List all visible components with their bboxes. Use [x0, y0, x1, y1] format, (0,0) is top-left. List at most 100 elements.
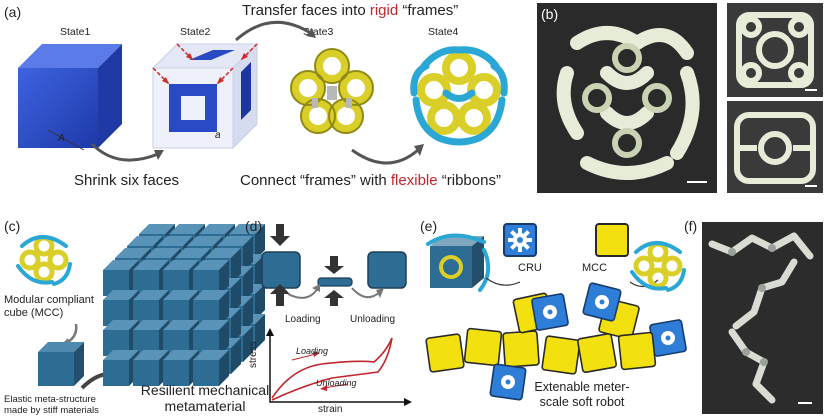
- unit-cube-top: [163, 320, 199, 330]
- transfer-highlight: rigid: [369, 2, 399, 19]
- photo-top-view-art: [736, 12, 814, 88]
- x-axis-label: strain: [318, 404, 343, 415]
- small-teal-cube: [38, 342, 84, 386]
- panel-a-label: (a): [4, 4, 22, 20]
- resilient-caption: Resilient mechanical metamaterial: [140, 382, 270, 414]
- unloading-label: Unloading: [350, 314, 396, 325]
- transfer-prefix: Transfer faces into: [242, 2, 370, 19]
- unit-cube-top: [133, 290, 169, 300]
- unit-cube-top: [115, 248, 151, 258]
- loading-schematic: [261, 224, 407, 306]
- shrink-caption: Shrink six faces: [74, 172, 180, 189]
- cru-connector: [485, 277, 521, 286]
- panel-c-label: (c): [4, 218, 21, 234]
- unit-cube-front: [193, 360, 219, 386]
- unit-cube-top: [163, 350, 199, 360]
- unit-cube-top: [193, 260, 229, 270]
- scale-bar-main: [687, 181, 707, 183]
- dimension-a: a: [215, 130, 221, 141]
- photo-side-view: [727, 101, 823, 193]
- photo-main-cube: [537, 3, 717, 193]
- unit-cube-side: [243, 236, 253, 272]
- unit-cube-top: [163, 290, 199, 300]
- unit-cube-top: [163, 260, 199, 270]
- unit-cube-side: [219, 290, 229, 326]
- unit-cube-top: [103, 320, 139, 330]
- y-axis-label: stress: [248, 341, 259, 368]
- state2-label: State2: [180, 26, 211, 38]
- mcc-caption: Modular compliant cube (MCC): [4, 294, 94, 319]
- unit-cube-side: [219, 350, 229, 386]
- unit-cube-top: [133, 350, 169, 360]
- arrow-connect: [351, 144, 424, 165]
- connect-prefix: Connect “frames” with: [240, 172, 391, 189]
- unit-cube-top: [193, 350, 229, 360]
- panel-e-label: (e): [420, 218, 438, 234]
- photo-top-view: [727, 3, 823, 97]
- metamaterial-cube: [103, 224, 265, 386]
- panel-f-label: (f): [684, 218, 698, 234]
- connect-caption: Connect “frames” with flexible “ribbons”: [240, 172, 501, 189]
- unit-cube-side: [231, 278, 241, 314]
- cru-tile: [503, 223, 537, 257]
- state1-label: State1: [60, 26, 91, 38]
- graph-unloading-label: Unloading: [316, 378, 357, 388]
- unit-cube-top: [193, 320, 229, 330]
- transfer-suffix: “frames”: [398, 2, 459, 19]
- state4-assembled: [410, 46, 508, 146]
- assembled-cube-icon: [426, 233, 491, 292]
- photo-main-cube-art: [556, 26, 700, 180]
- arrow-transfer: [235, 20, 316, 42]
- unit-cube-top: [205, 248, 241, 258]
- panel-d-label: (d): [245, 218, 263, 234]
- photo-side-view-art: [734, 112, 816, 184]
- stress-strain-graph: [266, 328, 412, 406]
- unit-cube-front: [133, 360, 159, 386]
- unit-cube-side: [243, 296, 253, 332]
- unit-cube-front: [163, 360, 189, 386]
- unit-cube-side: [231, 338, 241, 374]
- scale-bar-top: [805, 89, 817, 91]
- unit-cube-top: [103, 290, 139, 300]
- unit-cube-side: [231, 248, 241, 284]
- unit-cube-side: [219, 260, 229, 296]
- transfer-caption: Transfer faces into rigid “frames”: [242, 2, 458, 19]
- unit-cube-side: [255, 314, 265, 350]
- scale-bar-side: [805, 185, 817, 187]
- unit-cube-top: [157, 236, 193, 246]
- unit-cube-top: [199, 224, 235, 234]
- mcc-ribbon-icon: [630, 241, 686, 292]
- robot-caption: Extenable meter-scale soft robot: [534, 380, 630, 409]
- unit-cube-top: [187, 236, 223, 246]
- unit-cube: [193, 350, 229, 386]
- meta-structure-caption: Elastic meta-structure made by stiff mat…: [4, 394, 99, 416]
- robot-chain: [425, 282, 687, 401]
- unit-cube-top: [127, 236, 163, 246]
- dimension-A: A: [58, 133, 65, 144]
- state3-frames: [290, 48, 374, 134]
- unit-cube-top: [133, 260, 169, 270]
- unit-cube-top: [133, 320, 169, 330]
- unit-cube-side: [243, 326, 253, 362]
- state2-cube: [151, 42, 259, 150]
- connect-highlight: flexible: [390, 172, 438, 189]
- unit-cube-front: [103, 360, 129, 386]
- photo-robot: [702, 222, 823, 414]
- state1-cube: [18, 44, 122, 148]
- unit-cube-top: [103, 350, 139, 360]
- connect-suffix: “ribbons”: [437, 172, 501, 189]
- mcc-connector: [629, 279, 659, 288]
- unit-cube-side: [243, 266, 253, 302]
- unit-cube-top: [175, 248, 211, 258]
- unit-cube-top: [217, 236, 253, 246]
- photo-robot-art: [708, 232, 814, 404]
- unit-cube-side: [255, 284, 265, 320]
- loading-label: Loading: [285, 314, 321, 325]
- unit-cube-side: [231, 308, 241, 344]
- unit-cube-top: [139, 224, 175, 234]
- unit-cube-top: [169, 224, 205, 234]
- state4-label: State4: [428, 26, 459, 38]
- dimension-A-marker: [47, 129, 85, 151]
- unit-cube-side: [219, 320, 229, 356]
- unit-cube-top: [145, 248, 181, 258]
